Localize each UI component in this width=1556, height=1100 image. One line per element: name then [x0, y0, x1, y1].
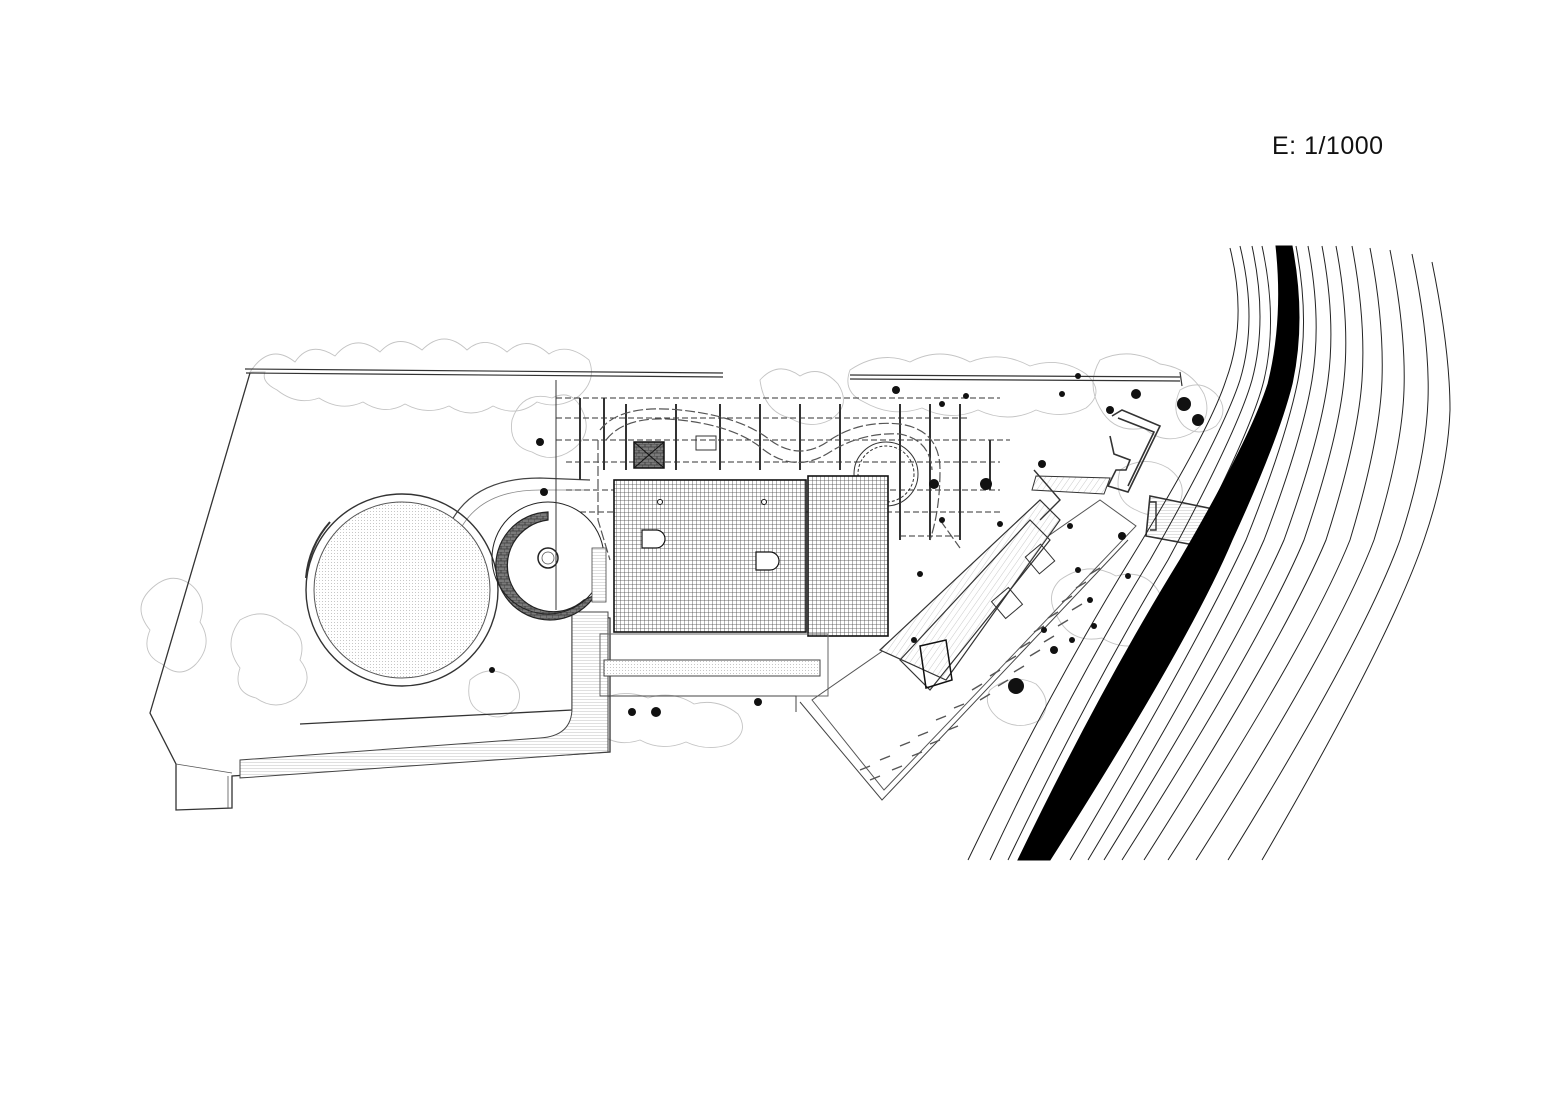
road-strip [244, 368, 1183, 387]
terrace [599, 633, 829, 712]
footbridge [1031, 469, 1111, 521]
tree-dots [489, 373, 1204, 717]
ruin-building-north [1106, 409, 1162, 493]
main-roof [613, 479, 807, 633]
scale-label: E: 1/1000 [1272, 132, 1384, 160]
lawn-edge [447, 477, 591, 529]
river [1017, 245, 1300, 861]
lawn-edge-inner [457, 489, 590, 535]
access-road [239, 611, 609, 779]
river-contours [967, 245, 1451, 861]
dark-pavilion-cross [633, 441, 665, 469]
stepping-stones-east [859, 567, 1101, 781]
spiral-pavilion [491, 501, 607, 621]
circular-plaza [305, 493, 499, 687]
east-roof [807, 475, 889, 637]
east-wing [799, 499, 1137, 801]
stepping-stone-path [597, 408, 961, 561]
